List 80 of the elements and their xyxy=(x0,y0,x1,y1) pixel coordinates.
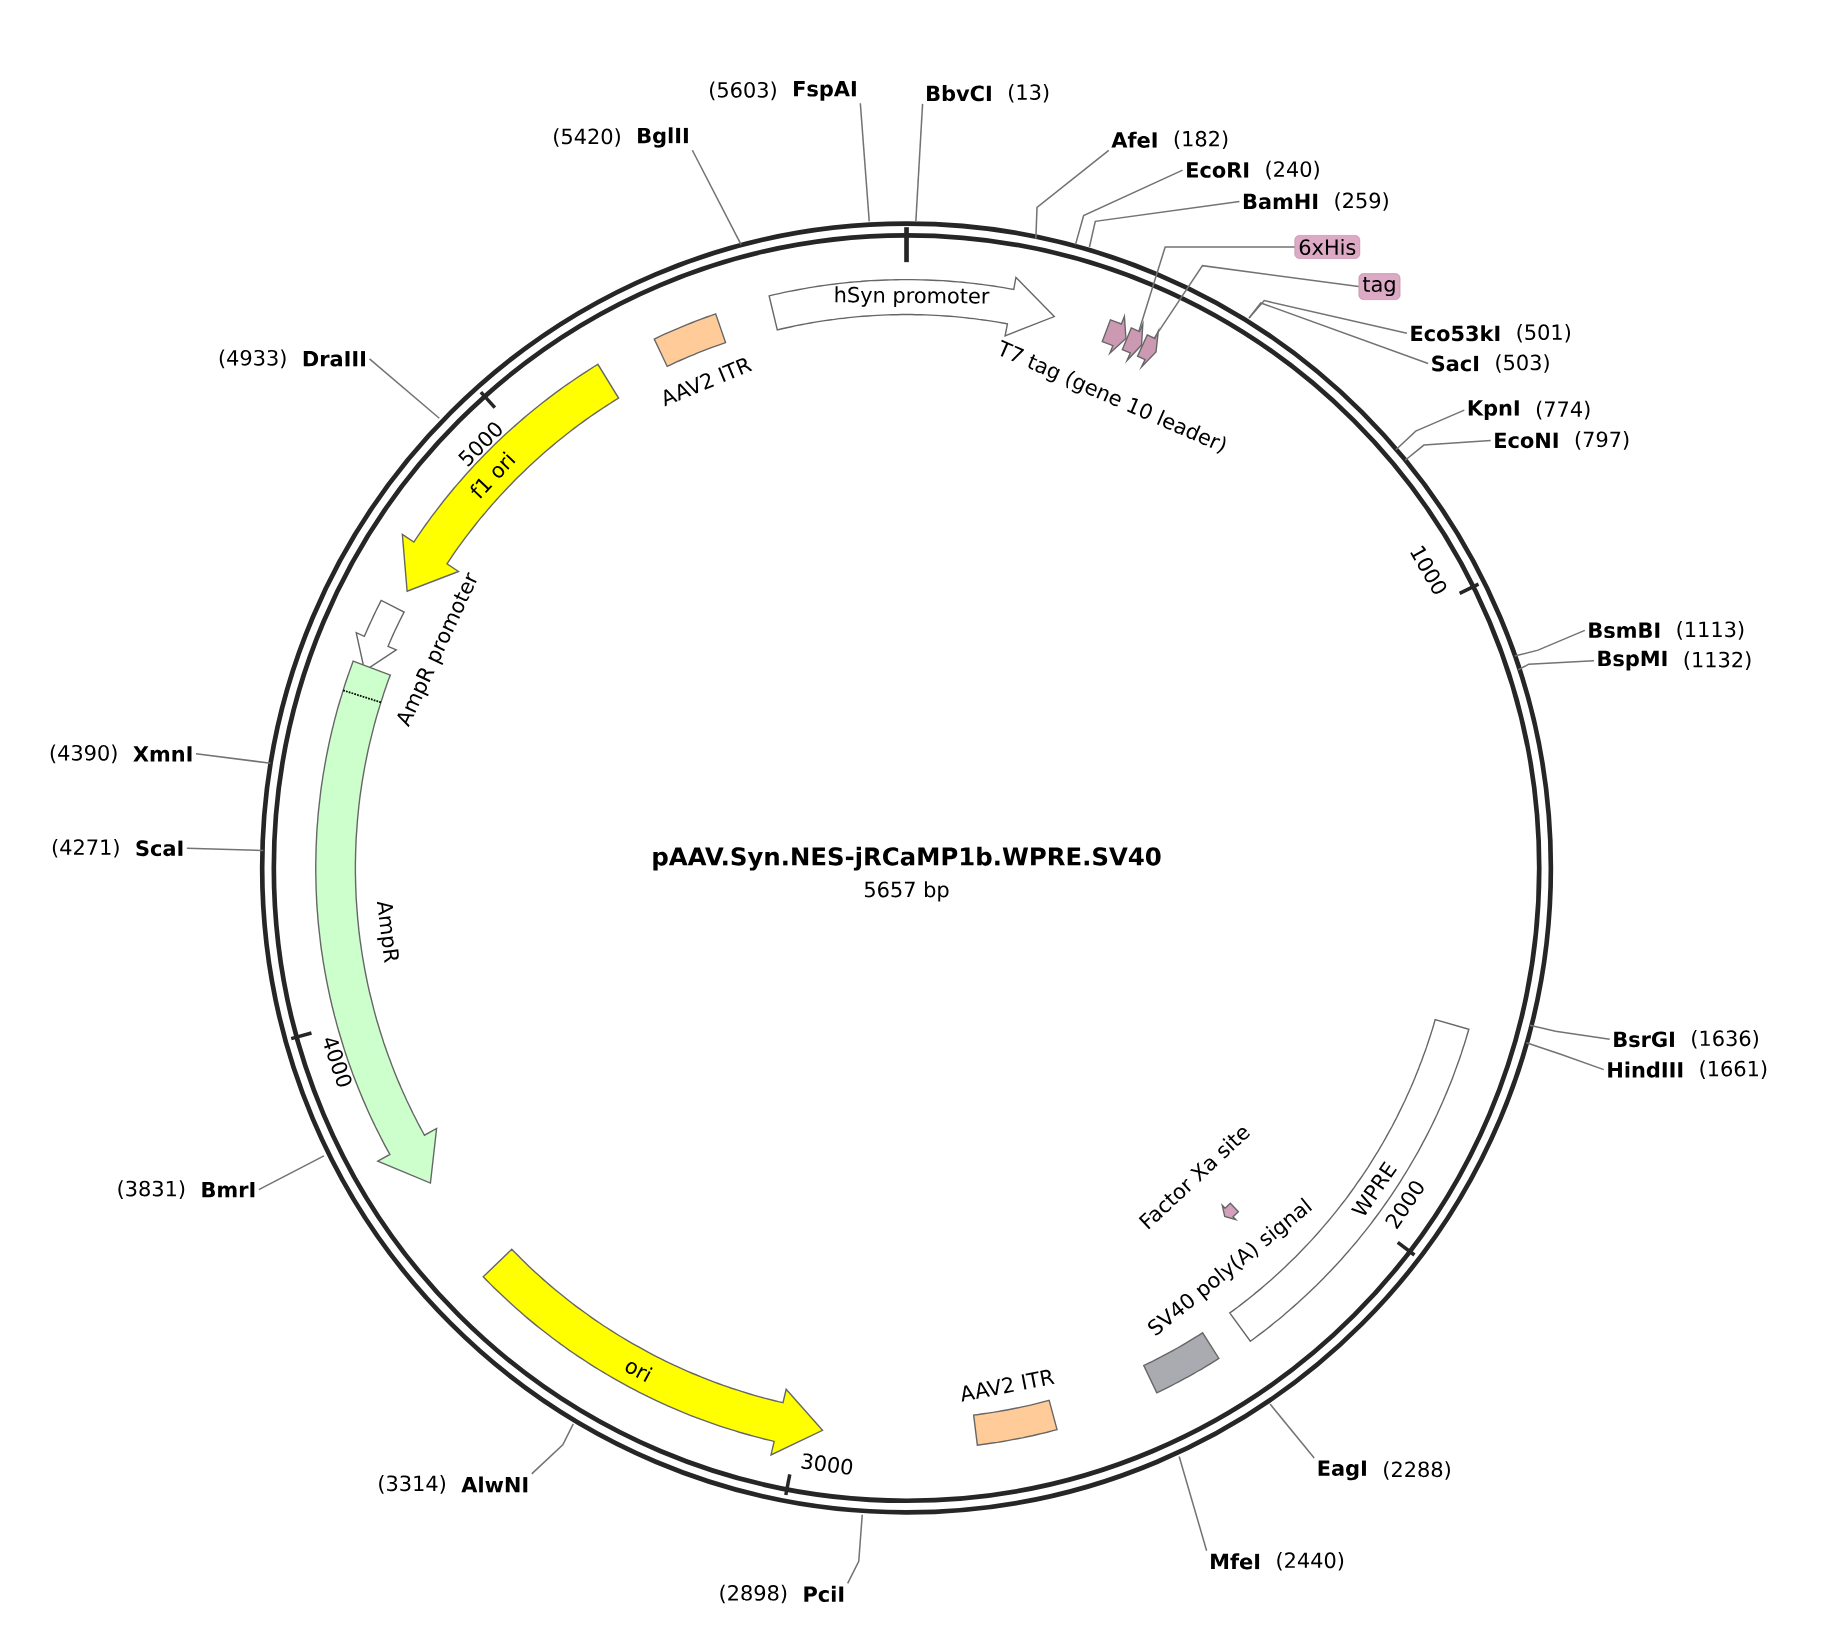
leader-line xyxy=(1529,1024,1611,1040)
position-label: (503) xyxy=(1496,354,1549,373)
leader-line xyxy=(1178,1455,1208,1552)
position-label: (1132) xyxy=(1684,651,1751,670)
feature-box: AAV2 ITR xyxy=(961,1369,1058,1446)
position-label: (1661) xyxy=(1700,1060,1767,1079)
site-label: BmrI xyxy=(202,1181,255,1198)
site-label: BsmBI xyxy=(1589,622,1660,638)
leader-line xyxy=(846,1513,863,1584)
leader-line xyxy=(1269,1403,1315,1459)
leader-line xyxy=(1035,149,1110,240)
site-label: BglII xyxy=(638,127,688,148)
leader-line xyxy=(1248,299,1408,334)
position-label: (3314) xyxy=(379,1475,445,1494)
position-label: (1636) xyxy=(1692,1029,1758,1049)
leader-line xyxy=(1248,301,1429,365)
position-label: (13) xyxy=(1009,83,1049,103)
leader-line xyxy=(258,1154,325,1191)
position-label: (240) xyxy=(1266,160,1319,180)
node-label: AAV2 ITR xyxy=(961,1369,1055,1402)
site-label: AfeI xyxy=(1111,131,1157,148)
leader-line xyxy=(1153,264,1360,339)
position-label: (4271) xyxy=(52,838,119,858)
site-label: PciI xyxy=(804,1585,844,1602)
position-label: (797) xyxy=(1575,431,1629,450)
leader-line xyxy=(859,102,870,222)
site-label: BspMI xyxy=(1598,650,1667,671)
site-label: SacI xyxy=(1432,355,1479,372)
leader-line xyxy=(1088,200,1241,248)
leader-line xyxy=(1517,659,1595,671)
leader-line xyxy=(1138,246,1296,332)
site-label: BsrGI xyxy=(1614,1031,1674,1048)
tag-label: 6xHis xyxy=(1294,235,1361,259)
node-label: AAV2 ITR xyxy=(664,358,753,407)
position-label: (2898) xyxy=(720,1584,787,1604)
position-label: (5420) xyxy=(554,128,620,147)
feature-block xyxy=(1136,326,1160,371)
site-label: MfeI xyxy=(1211,1553,1260,1570)
feature-block xyxy=(1121,319,1144,364)
position-label: (4390) xyxy=(50,744,117,764)
site-label: Eco53kI xyxy=(1411,325,1500,342)
leader-line xyxy=(691,149,742,246)
leader-line xyxy=(915,102,924,222)
leader-line xyxy=(1514,629,1586,657)
position-label: (1113) xyxy=(1677,620,1744,640)
feature-block: hSyn promoter xyxy=(768,275,1056,337)
feature-box: AAV2 ITR xyxy=(653,312,753,407)
position-label: (259) xyxy=(1335,192,1388,211)
leader-line xyxy=(195,753,272,764)
position-label: (774) xyxy=(1536,400,1590,420)
position-label: (3831) xyxy=(118,1180,185,1199)
site-label: DraIII xyxy=(303,350,365,367)
leader-line xyxy=(368,358,441,419)
plasmid-title: pAAV.Syn.NES-jRCaMP1b.WPRE.SV40 xyxy=(653,846,1161,871)
leader-line xyxy=(1404,439,1492,461)
leader-line xyxy=(530,1422,575,1475)
leader-line xyxy=(1074,169,1184,246)
site-label: EcoRI xyxy=(1187,162,1249,178)
site-label: BamHI xyxy=(1243,193,1318,210)
position-label: (2288) xyxy=(1384,1461,1450,1480)
position-label: (182) xyxy=(1174,130,1228,149)
leader-line xyxy=(1395,409,1466,451)
site-label: EagI xyxy=(1318,1460,1366,1481)
site-label: HindIII xyxy=(1608,1061,1683,1078)
site-label: KpnI xyxy=(1468,400,1519,420)
site-label: EcoNI xyxy=(1495,432,1558,449)
position-label: (4933) xyxy=(219,349,286,369)
position-label: (2440) xyxy=(1277,1551,1344,1571)
position-label: (5603) xyxy=(710,81,776,101)
site-label: XmnI xyxy=(133,746,192,762)
site-label: FspAI xyxy=(794,80,856,101)
plasmid-size: 5657 bp xyxy=(864,881,949,902)
site-label: BbvCI xyxy=(927,85,991,102)
tag-label: tag xyxy=(1358,273,1401,300)
site-label: ScaI xyxy=(136,840,183,856)
leader-line xyxy=(186,847,265,852)
leader-line xyxy=(1525,1041,1605,1071)
position-label: (501) xyxy=(1517,323,1570,343)
tick-label: 4000 xyxy=(324,1038,352,1087)
site-label: AlwNI xyxy=(461,1476,528,1493)
